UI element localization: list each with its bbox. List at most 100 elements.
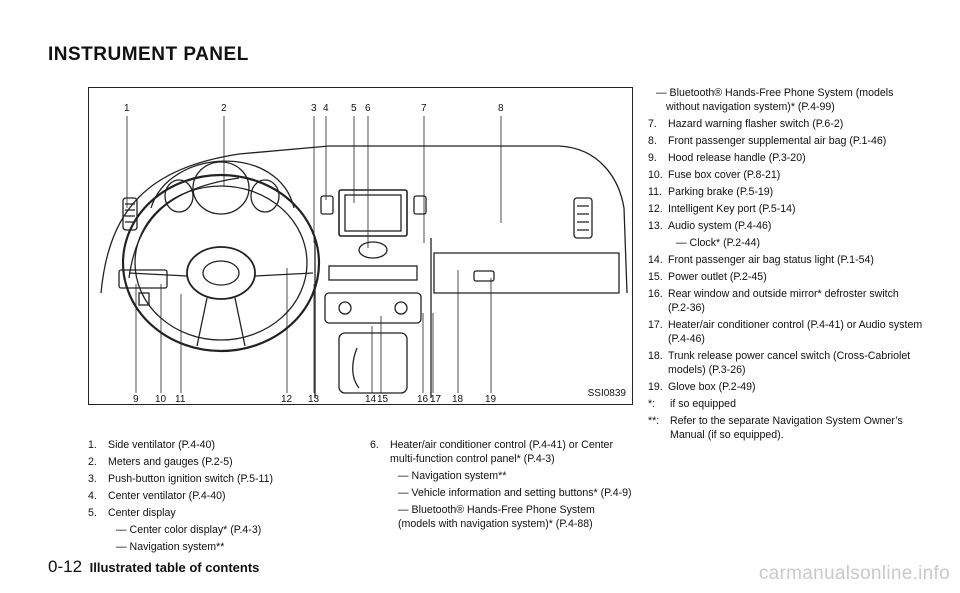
item-text: Meters and gauges (P.2-5) [108,456,233,468]
legend-item: 11. Parking brake (P.5-19) [648,185,923,199]
item-number: 5. [88,507,97,519]
item-text: Push-button ignition switch (P.5-11) [108,473,274,485]
legend-item: 1. Side ventilator (P.4-40) [88,438,358,452]
item-number: 8. [648,135,657,147]
legend-item: 17. Heater/air conditioner control (P.4-4… [648,318,923,346]
footnote: **: Refer to the separate Navigation Syst… [648,414,923,442]
legend-item: 9. Hood release handle (P.3-20) [648,151,923,165]
footnote-marker: *: [648,398,656,410]
item-text: Front passenger air bag status light (P.… [668,254,874,266]
sub-item: — Vehicle information and setting button… [398,487,632,499]
footnote: *: if so equipped [648,397,923,411]
callout-label: 8 [498,103,504,114]
item-number: 7. [648,118,657,130]
item-text: Trunk release power cancel switch (Cross… [668,350,911,376]
footnote-text: Refer to the separate Navigation System … [670,415,903,441]
item-number: 3. [88,473,97,485]
page-title: INSTRUMENT PANEL [48,44,249,65]
continued-sub-item: — Bluetooth® Hands-Free Phone System (mo… [656,87,894,113]
legend-item: 16. Rear window and outside mirror* defro… [648,287,923,315]
item-number: 14. [648,254,663,266]
legend-column-left: 1. Side ventilator (P.4-40) 2. Meters and … [88,438,358,557]
callout-label: 14 [365,394,377,405]
callout-label: 9 [133,394,139,405]
callout-label: 11 [175,394,186,405]
legend-item: 14. Front passenger air bag status light … [648,253,923,267]
footnote-marker: **: [648,415,660,427]
page-footer: 0-12 Illustrated table of contents [48,557,259,577]
sub-item: — Navigation system** [398,470,507,482]
item-number: 11. [648,186,662,198]
legend-item: 15. Power outlet (P.2-45) [648,270,923,284]
sub-item: — Center color display* (P.4-3) [116,524,262,536]
legend-item: 8. Front passenger supplemental air bag (… [648,134,923,148]
item-text: Glove box (P.2-49) [668,381,756,393]
footnote-text: if so equipped [670,398,736,410]
callout-label: 10 [155,394,167,405]
sub-item: — Bluetooth® Hands-Free Phone System (mo… [398,504,595,530]
item-number: 1. [88,439,97,451]
callout-label: 12 [281,394,293,405]
callout-label: 2 [221,103,227,114]
item-text: Intelligent Key port (P.5-14) [668,203,796,215]
legend-item: 13. Audio system (P.4-46) — Clock* (P.2-4… [648,219,923,250]
item-text: Center display [108,507,176,519]
sub-item: — Navigation system** [116,541,225,553]
item-number: 10. [648,169,663,181]
item-number: 18. [648,350,663,362]
page-number: 0-12 [48,557,83,576]
dashboard-illustration [100,116,628,398]
item-number: 9. [648,152,657,164]
sub-item: — Clock* (P.2-44) [676,237,760,249]
item-text: Fuse box cover (P.8-21) [668,169,781,181]
legend-item: 2. Meters and gauges (P.2-5) [88,455,358,469]
item-text: Power outlet (P.2-45) [668,271,767,283]
callout-label: 6 [365,103,371,114]
callout-label: 3 [311,103,317,114]
callout-label: 1 [124,103,130,114]
legend-item: 12. Intelligent Key port (P.5-14) [648,202,923,216]
legend-item: 4. Center ventilator (P.4-40) [88,489,358,503]
item-number: 16. [648,288,663,300]
section-title: Illustrated table of contents [89,560,260,575]
item-text: Side ventilator (P.4-40) [108,439,215,451]
item-text: Rear window and outside mirror* defroste… [668,288,899,314]
instrument-panel-figure: 1 2 3 4 5 6 7 8 9 10 11 12 13 14 15 16 1… [88,87,633,405]
callout-label: 18 [452,394,464,405]
item-text: Parking brake (P.5-19) [668,186,774,198]
legend-column-right: — Bluetooth® Hands-Free Phone System (mo… [648,86,923,445]
callout-label: 17 [430,394,442,405]
legend-item: 18. Trunk release power cancel switch (Cr… [648,349,923,377]
item-number: 19. [648,381,663,393]
callout-label: 7 [421,103,427,114]
legend-item: 7. Hazard warning flasher switch (P.6-2) [648,117,923,131]
legend-item: 6. Heater/air conditioner control (P.4-41… [370,438,635,531]
item-text: Heater/air conditioner control (P.4-41) … [390,439,613,465]
legend-item: 3. Push-button ignition switch (P.5-11) [88,472,358,486]
item-number: 6. [370,439,379,451]
item-text: Hazard warning flasher switch (P.6-2) [668,118,844,130]
legend-item: 19. Glove box (P.2-49) [648,380,923,394]
callout-label: 19 [485,394,497,405]
item-number: 2. [88,456,97,468]
legend-column-middle: 6. Heater/air conditioner control (P.4-41… [370,438,635,534]
callout-label: 13 [308,394,320,405]
item-number: 13. [648,220,663,232]
watermark: carmanualsonline.info [758,563,950,584]
figure-code: SSI0839 [587,388,626,399]
callout-label: 15 [377,394,389,405]
item-text: Front passenger supplemental air bag (P.… [668,135,887,147]
legend-item: 5. Center display — Center color display*… [88,506,358,554]
item-number: 17. [648,319,663,331]
callout-label: 4 [323,103,329,114]
item-number: 12. [648,203,663,215]
callout-label: 5 [351,103,357,114]
item-number: 4. [88,490,97,502]
callout-label: 16 [417,394,429,405]
item-text: Hood release handle (P.3-20) [668,152,806,164]
legend-item: 10. Fuse box cover (P.8-21) [648,168,923,182]
item-text: Audio system (P.4-46) [668,220,772,232]
item-number: 15. [648,271,663,283]
item-text: Heater/air conditioner control (P.4-41) … [668,319,923,345]
item-text: Center ventilator (P.4-40) [108,490,226,502]
